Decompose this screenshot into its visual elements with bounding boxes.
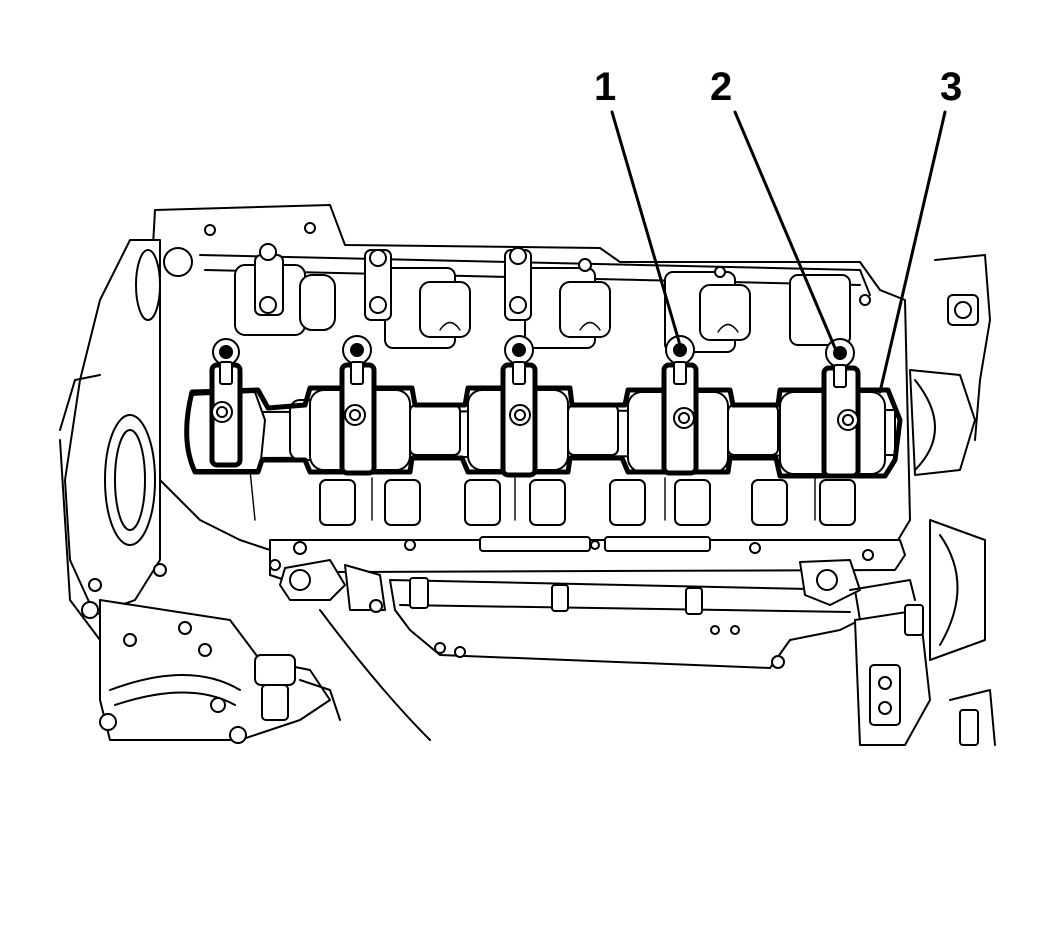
lower-bracket	[279, 559, 861, 669]
callout-label-3: 3	[940, 65, 962, 109]
bearing-cap-2	[339, 335, 377, 476]
bearing-cap-4	[661, 335, 699, 476]
callout-leader-2	[733, 110, 840, 357]
callout-leader-1	[610, 110, 682, 347]
timing-cover	[59, 239, 167, 641]
bearing-cap-3	[500, 335, 538, 478]
bearing-cap-1	[209, 338, 243, 468]
callout-leaders	[610, 110, 947, 394]
right-side-components	[849, 254, 996, 746]
valve-lifters	[249, 469, 856, 526]
bearing-caps	[209, 335, 861, 479]
lower-engine-front	[99, 599, 431, 744]
bearing-cap-5	[821, 338, 861, 479]
callout-label-1: 1	[594, 65, 616, 109]
callout-labels: 1 2 3	[594, 65, 962, 109]
callout-leader-3	[878, 110, 947, 394]
head-gasket-rail	[269, 536, 906, 586]
callout-label-2: 2	[710, 65, 732, 109]
